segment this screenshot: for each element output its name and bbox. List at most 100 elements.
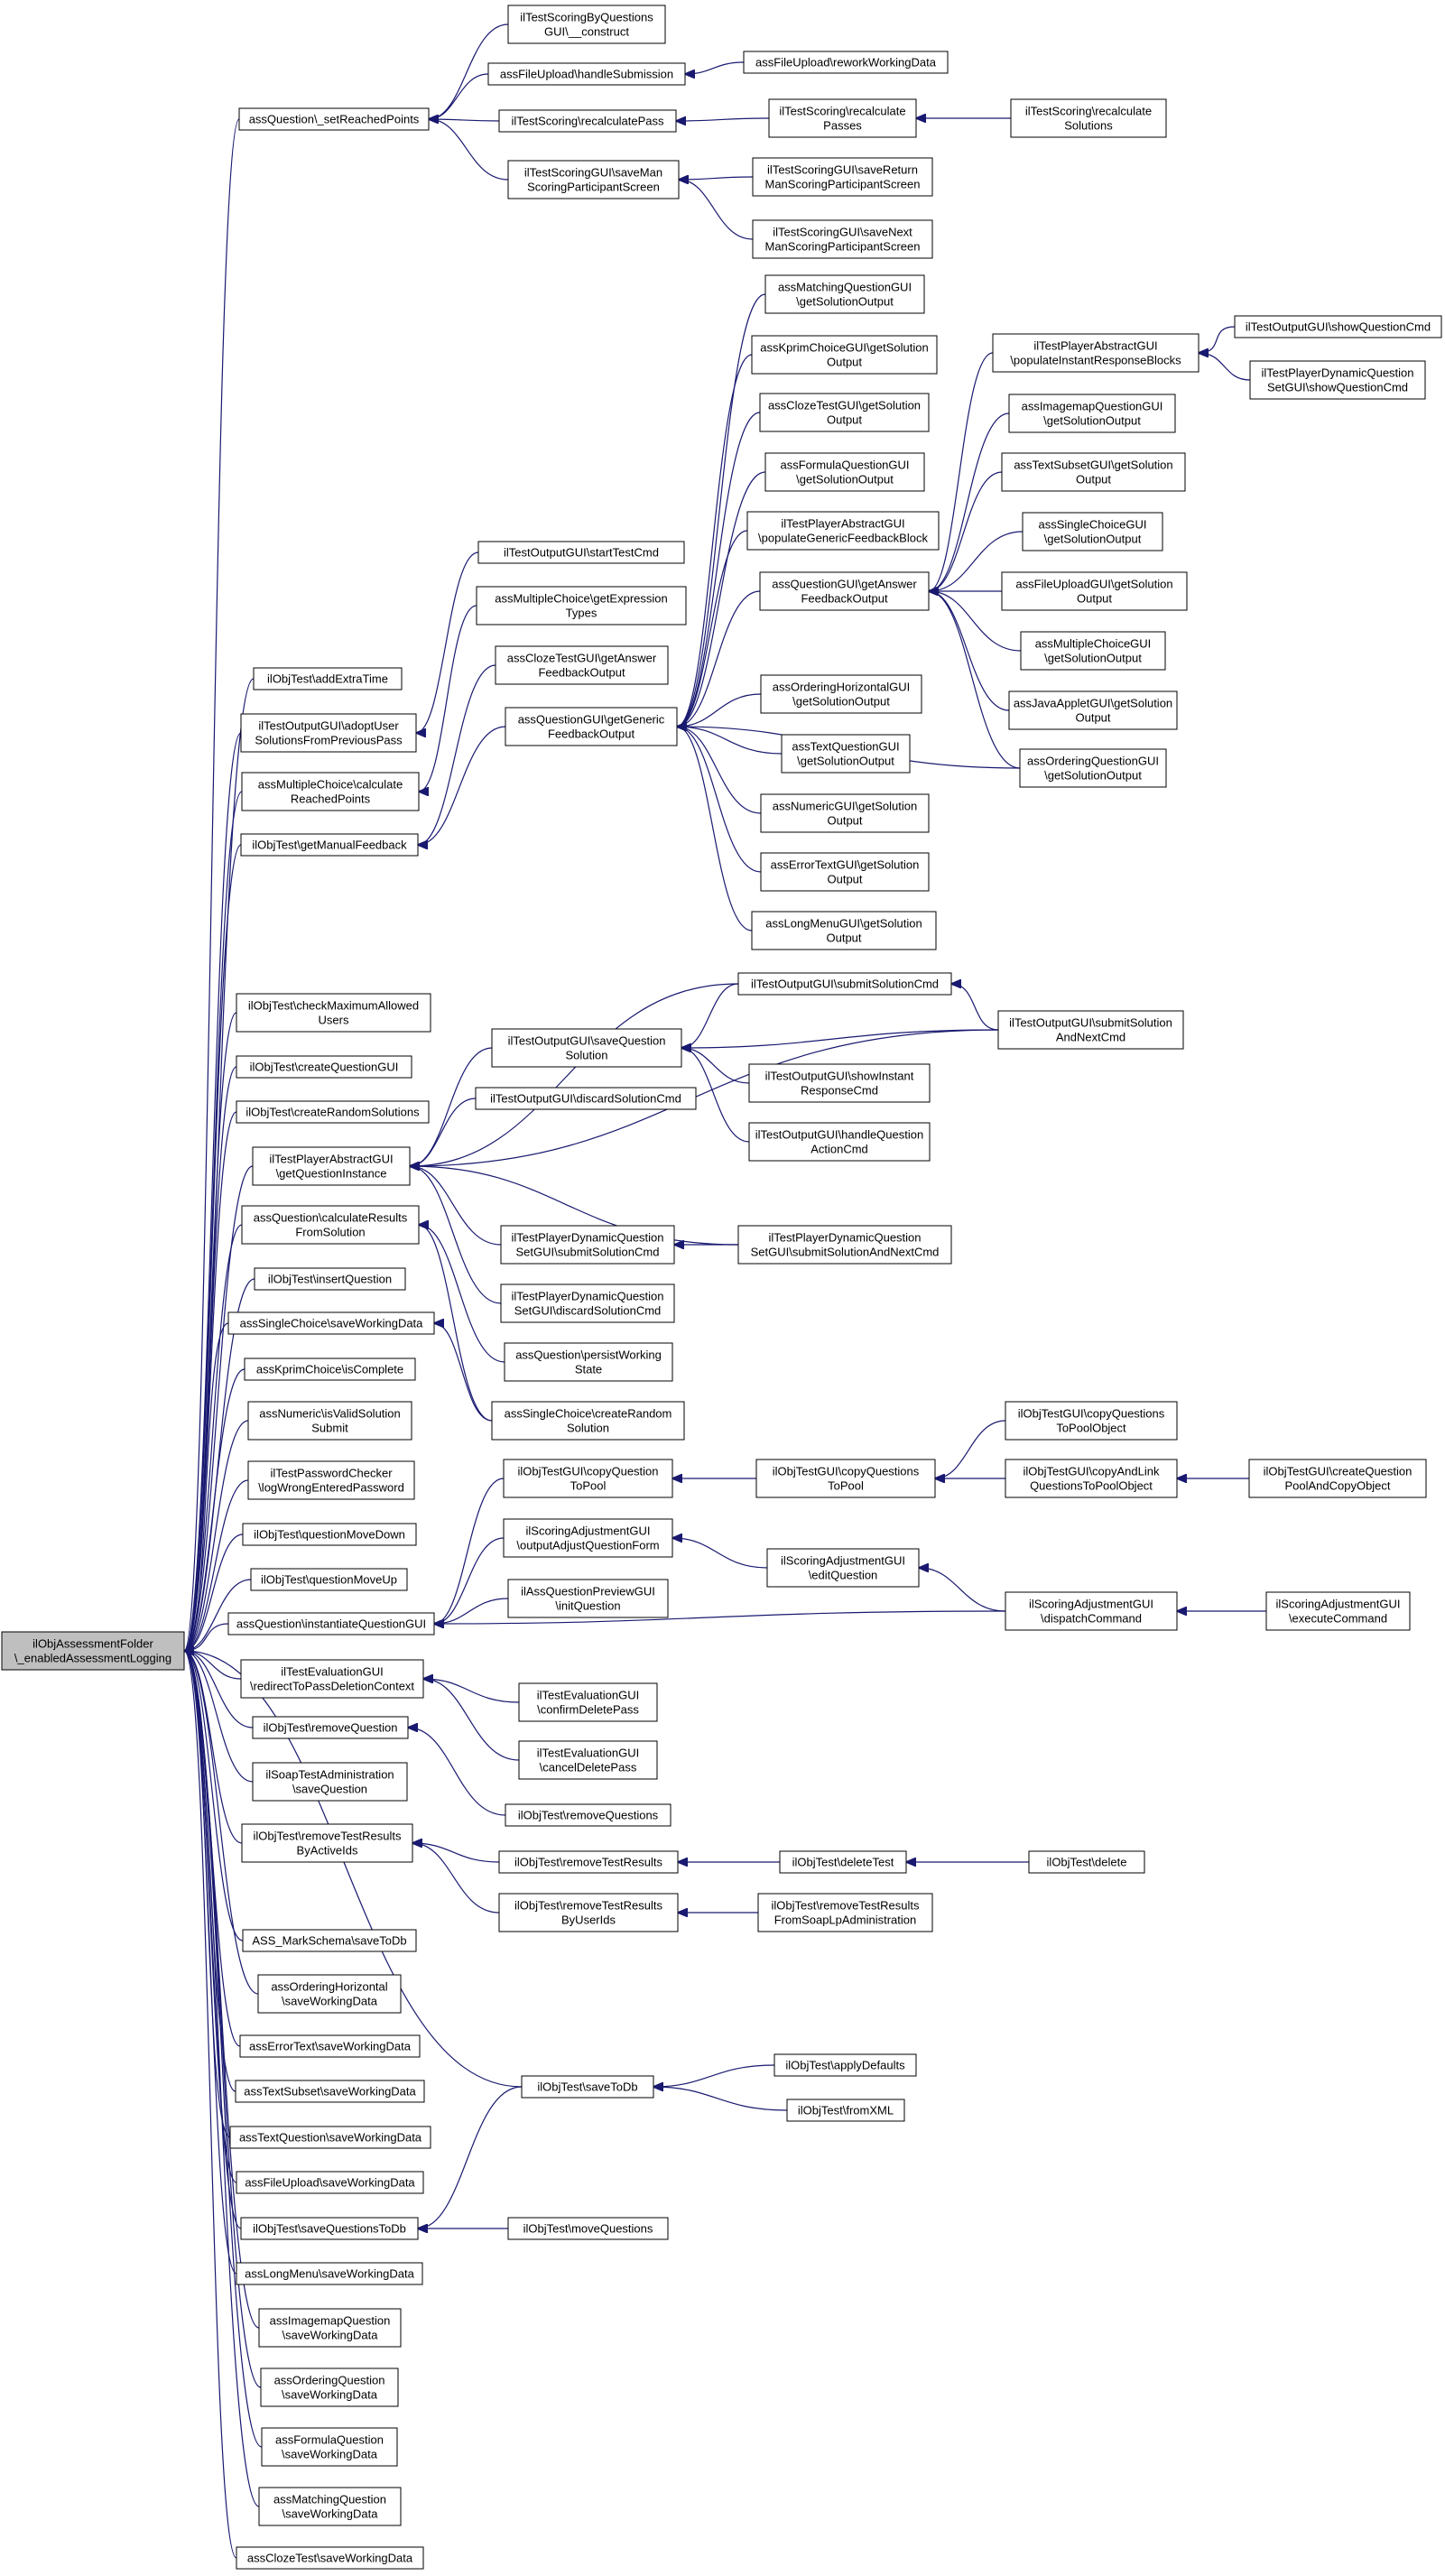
node-insert-question[interactable]: ilObjTest\insertQuestion [254, 1267, 406, 1291]
node-player-pop-generic[interactable]: ilTestPlayerAbstractGUI\populateGenericF… [746, 511, 940, 551]
node-from-xml[interactable]: ilObjTest\fromXML [786, 2099, 905, 2122]
node-scoring-adj-dispatch[interactable]: ilScoringAdjustmentGUI\dispatchCommand [1005, 1591, 1178, 1631]
node-file-upload-save[interactable]: assFileUpload\saveWorkingData [236, 2171, 424, 2194]
node-error-text-sol[interactable]: assErrorTextGUI\getSolutionOutput [760, 852, 930, 892]
node-add-extra-time[interactable]: ilObjTest\addExtraTime [253, 667, 403, 690]
node-imagemap-save[interactable]: assImagemapQuestion\saveWorkingData [258, 2308, 402, 2348]
node-long-menu-sol[interactable]: assLongMenuGUI\getSolutionOutput [751, 911, 937, 950]
node-text-question-save[interactable]: assTextQuestion\saveWorkingData [229, 2126, 431, 2149]
node-file-upload-sol[interactable]: assFileUploadGUI\getSolutionOutput [1001, 571, 1188, 611]
node-matching-save[interactable]: assMatchingQuestion\saveWorkingData [258, 2487, 402, 2526]
node-move-down[interactable]: ilObjTest\questionMoveDown [242, 1523, 417, 1546]
node-scoring-gui-save-return[interactable]: ilTestScoringGUI\saveReturnManScoringPar… [752, 157, 933, 197]
node-root[interactable]: ilObjAssessmentFolder\_enabledAssessment… [1, 1631, 185, 1671]
node-submit-solution[interactable]: ilTestOutputGUI\submitSolutionCmd [737, 972, 952, 996]
node-output-start-test[interactable]: ilTestOutputGUI\startTestCmd [477, 541, 685, 564]
node-get-manual-feedback[interactable]: ilObjTest\getManualFeedback [240, 833, 419, 857]
node-kprim-is-complete[interactable]: assKprimChoice\isComplete [244, 1357, 416, 1381]
node-dyn-submit-solution[interactable]: ilTestPlayerDynamicQuestionSetGUI\submit… [500, 1225, 675, 1265]
node-scoring-adj-edit[interactable]: ilScoringAdjustmentGUI\editQuestion [766, 1548, 920, 1588]
node-soap-save-question[interactable]: ilSoapTestAdministration\saveQuestion [252, 1762, 408, 1802]
node-instantiate-question-gui[interactable]: assQuestion\instantiateQuestionGUI [227, 1612, 435, 1635]
node-create-question-gui[interactable]: ilObjTest\createQuestionGUI [236, 1055, 412, 1079]
node-numeric-sol[interactable]: assNumericGUI\getSolutionOutput [760, 793, 930, 833]
node-scoring-adj-output[interactable]: ilScoringAdjustmentGUI\outputAdjustQuest… [503, 1518, 673, 1558]
node-discard-solution[interactable]: ilTestOutputGUI\discardSolutionCmd [475, 1087, 697, 1110]
node-ordering-horiz-save[interactable]: assOrderingHorizontal\saveWorkingData [257, 1974, 402, 2014]
node-formula-sol[interactable]: assFormulaQuestionGUI\getSolutionOutput [764, 452, 925, 492]
node-matching-sol[interactable]: assMatchingQuestionGUI\getSolutionOutput [764, 274, 925, 314]
node-remove-test-results[interactable]: ilObjTest\removeTestResults [498, 1850, 679, 1874]
node-java-applet-sol[interactable]: assJavaAppletGUI\getSolutionOutput [1008, 690, 1178, 730]
node-single-create-random[interactable]: assSingleChoice\createRandomSolution [491, 1401, 685, 1441]
node-file-upload-rework[interactable]: assFileUpload\reworkWorkingData [743, 51, 949, 74]
node-delete-test[interactable]: ilObjTest\deleteTest [779, 1850, 907, 1874]
node-remove-questions[interactable]: ilObjTest\removeQuestions [505, 1803, 672, 1827]
node-save-questions-to-db[interactable]: ilObjTest\saveQuestionsToDb [240, 2217, 419, 2240]
node-eval-redirect[interactable]: ilTestEvaluationGUI\redirectToPassDeleti… [240, 1659, 424, 1699]
node-apply-defaults[interactable]: ilObjTest\applyDefaults [773, 2053, 917, 2077]
node-create-question-pool[interactable]: ilObjTestGUI\createQuestionPoolAndCopyOb… [1248, 1459, 1427, 1498]
node-ordering-qsol[interactable]: assOrderingQuestionGUI\getSolutionOutput [1019, 748, 1167, 788]
node-dyn-submit-solution-next[interactable]: ilTestPlayerDynamicQuestionSetGUI\submit… [737, 1225, 952, 1265]
node-scoring-gui-save-next[interactable]: ilTestScoringGUI\saveNextManScoringParti… [752, 219, 933, 259]
node-file-upload-handle[interactable]: assFileUpload\handleSubmission [487, 62, 686, 86]
node-ordering-horiz-sol[interactable]: assOrderingHorizontalGUI\getSolutionOutp… [760, 674, 922, 714]
node-save-to-db[interactable]: ilObjTest\saveToDb [521, 2075, 654, 2099]
node-scoring-gui-save-man[interactable]: ilTestScoringGUI\saveManScoringParticipa… [507, 160, 680, 199]
node-output-show-question[interactable]: ilTestOutputGUI\showQuestionCmd [1234, 315, 1442, 338]
node-text-qsol[interactable]: assTextQuestionGUI\getSolutionOutput [781, 734, 911, 774]
node-long-menu-save[interactable]: assLongMenu\saveWorkingData [236, 2262, 423, 2285]
node-cloze-save[interactable]: assClozeTest\saveWorkingData [236, 2546, 424, 2570]
node-preview-init[interactable]: ilAssQuestionPreviewGUI\initQuestion [507, 1579, 669, 1618]
node-cloze-sol[interactable]: assClozeTestGUI\getSolutionOutput [759, 393, 930, 432]
node-set-reached[interactable]: assQuestion\_setReachedPoints [238, 107, 430, 131]
node-error-text-save[interactable]: assErrorText\saveWorkingData [239, 2034, 421, 2058]
node-formula-save[interactable]: assFormulaQuestion\saveWorkingData [261, 2427, 398, 2467]
node-password-checker[interactable]: ilTestPasswordChecker\logWrongEnteredPas… [247, 1460, 415, 1500]
node-scoring-recalc-pass[interactable]: ilTestScoring\recalculatePass [498, 109, 677, 133]
node-remove-question[interactable]: ilObjTest\removeQuestion [252, 1716, 409, 1739]
node-ordering-qsave[interactable]: assOrderingQuestion\saveWorkingData [260, 2368, 399, 2407]
node-eval-cancel[interactable]: ilTestEvaluationGUI\cancelDeletePass [518, 1740, 658, 1780]
node-kprim-sol[interactable]: assKprimChoiceGUI\getSolutionOutput [751, 335, 938, 375]
node-adopt-user[interactable]: ilTestOutputGUI\adoptUserSolutionsFromPr… [240, 713, 417, 753]
node-single-choice-sol[interactable]: assSingleChoiceGUI\getSolutionOutput [1022, 512, 1163, 551]
node-create-random-solutions[interactable]: ilObjTest\createRandomSolutions [236, 1100, 430, 1124]
node-dyn-discard-solution[interactable]: ilTestPlayerDynamicQuestionSetGUI\discar… [500, 1283, 675, 1323]
node-dyn-show-question[interactable]: ilTestPlayerDynamicQuestionSetGUI\showQu… [1249, 360, 1426, 400]
node-copy-and-link[interactable]: ilObjTestGUI\copyAndLinkQuestionsToPoolO… [1005, 1459, 1178, 1498]
node-imagemap-sol[interactable]: assImagemapQuestionGUI\getSolutionOutput [1008, 394, 1176, 433]
node-eval-confirm[interactable]: ilTestEvaluationGUI\confirmDeletePass [518, 1682, 658, 1722]
node-scoring-adj-execute[interactable]: ilScoringAdjustmentGUI\executeCommand [1265, 1591, 1411, 1631]
node-remove-test-results-soap[interactable]: ilObjTest\removeTestResultsFromSoapLpAdm… [757, 1893, 933, 1932]
node-submit-solution-next[interactable]: ilTestOutputGUI\submitSolutionAndNextCmd [997, 1010, 1184, 1050]
node-player-pop-instant[interactable]: ilTestPlayerAbstractGUI\populateInstantR… [992, 333, 1200, 373]
node-mark-schema-save[interactable]: ASS_MarkSchema\saveToDb [242, 1929, 417, 1952]
node-multiple-choice-sol[interactable]: assMultipleChoiceGUI\getSolutionOutput [1020, 631, 1166, 671]
node-text-subset-save[interactable]: assTextSubset\saveWorkingData [235, 2080, 425, 2103]
node-move-up[interactable]: ilObjTest\questionMoveUp [250, 1568, 408, 1591]
node-move-questions[interactable]: ilObjTest\moveQuestions [507, 2217, 669, 2240]
node-text-subset-sol[interactable]: assTextSubsetGUI\getSolutionOutput [1001, 452, 1186, 492]
node-single-save-working[interactable]: assSingleChoice\saveWorkingData [227, 1311, 435, 1335]
